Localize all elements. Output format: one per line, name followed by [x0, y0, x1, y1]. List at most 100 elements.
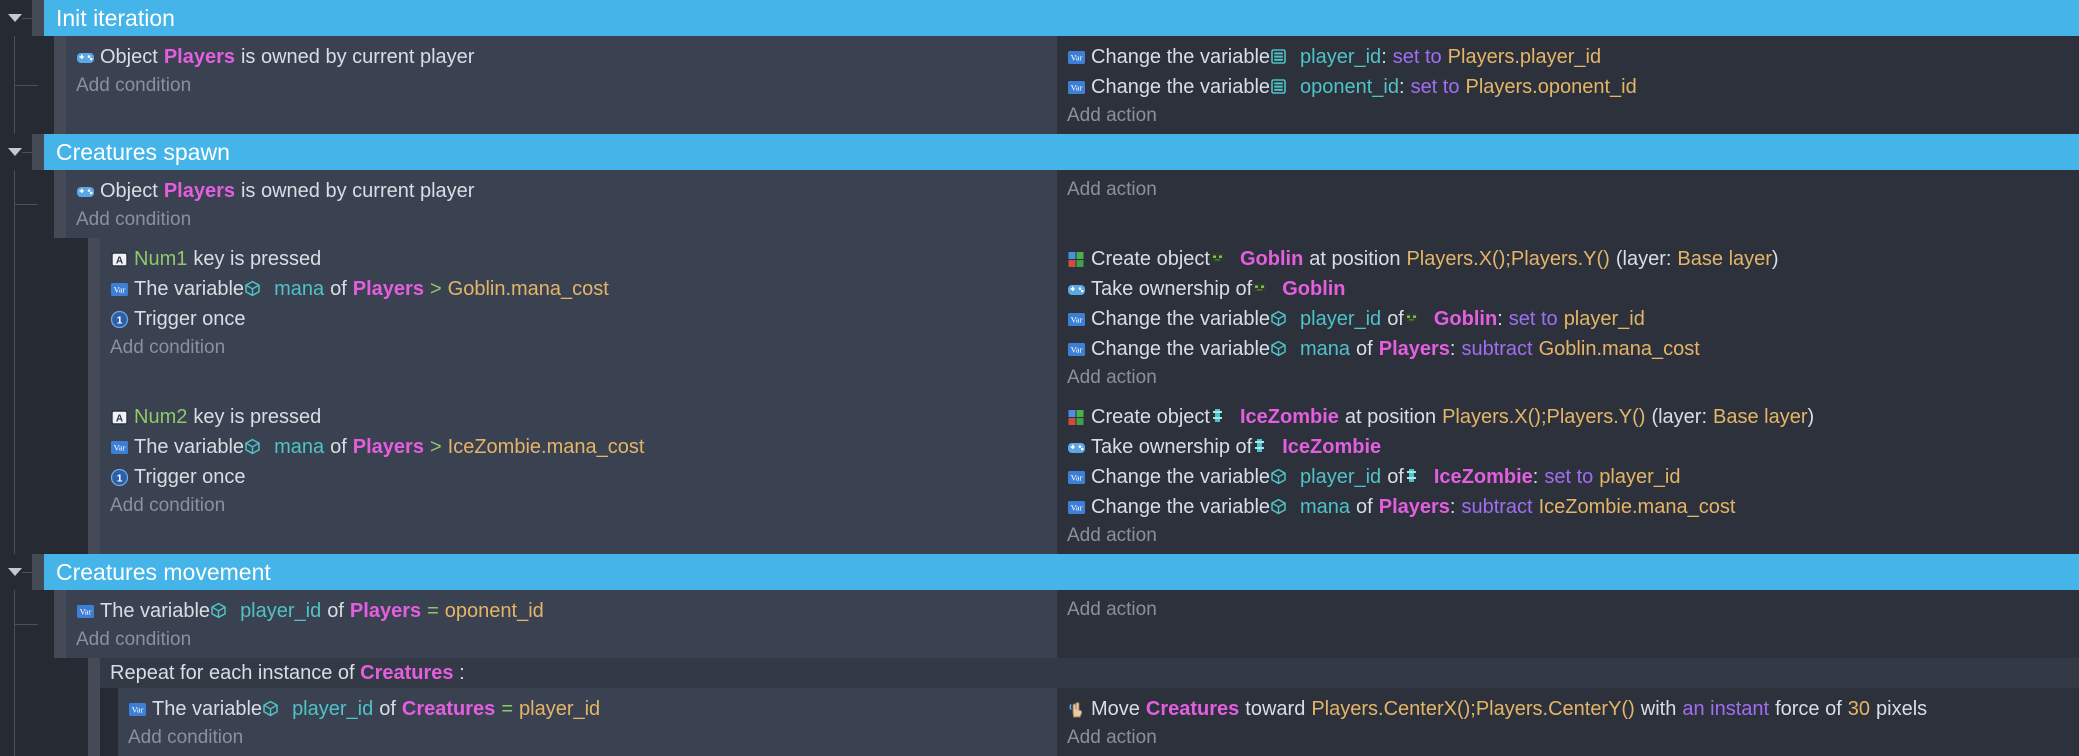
act-token: subtract: [1461, 496, 1533, 518]
drag-handle[interactable]: [54, 170, 66, 238]
variable-icon: Var: [110, 438, 129, 457]
cond-token: Trigger once: [134, 308, 246, 330]
repeat-label-prefix: Repeat for each instance of: [110, 662, 361, 684]
act-token: :: [1399, 76, 1405, 98]
object-variable-icon: [262, 700, 281, 719]
add-action-link[interactable]: Add action: [1067, 727, 1157, 748]
scene-variable-icon: [1270, 78, 1289, 97]
drag-handle[interactable]: [88, 658, 100, 756]
add-condition-link[interactable]: Add condition: [110, 495, 226, 516]
act-token: player_id: [1300, 308, 1382, 330]
actions-pane[interactable]: Add action: [1057, 590, 2079, 658]
drag-handle[interactable]: [54, 36, 66, 134]
act-token: 30: [1847, 698, 1871, 720]
act-token: :: [1449, 338, 1456, 360]
collapse-triangle-icon[interactable]: [8, 14, 22, 22]
act-token: Players: [1378, 496, 1450, 518]
cond-token: >: [429, 436, 442, 458]
create-object-icon: [1067, 250, 1086, 269]
create-object-icon: [1067, 408, 1086, 427]
cond-token: player_id: [292, 698, 374, 720]
svg-text:Var: Var: [132, 704, 144, 714]
svg-text:Var: Var: [1071, 472, 1083, 482]
add-condition-link[interactable]: Add condition: [76, 209, 192, 230]
add-condition-link[interactable]: Add condition: [76, 629, 192, 650]
event-gutter: [0, 170, 66, 238]
multiplayer-gamepad-icon: [1067, 280, 1086, 299]
collapse-triangle-icon[interactable]: [8, 568, 22, 576]
repeat-event-container: Repeat for each instance of Creatures : V…: [0, 658, 2079, 756]
svg-text:Var: Var: [1071, 82, 1083, 92]
add-condition-link[interactable]: Add condition: [128, 727, 244, 748]
add-action-link[interactable]: Add action: [1067, 367, 1157, 388]
repeat-label[interactable]: Repeat for each instance of Creatures :: [100, 658, 2079, 688]
object-variable-icon: [1270, 340, 1289, 359]
add-action-link[interactable]: Add action: [1067, 105, 1157, 126]
drag-handle[interactable]: [54, 590, 66, 658]
group-title[interactable]: Init iteration: [44, 0, 2079, 36]
act-token: Players.oponent_id: [1465, 76, 1637, 98]
collapse-triangle-icon[interactable]: [8, 148, 22, 156]
act-token: Players.X();Players.Y(): [1406, 248, 1610, 270]
add-condition-link[interactable]: Add condition: [76, 75, 192, 96]
keyboard-key-icon: A: [110, 408, 129, 427]
group-title[interactable]: Creatures spawn: [44, 134, 2079, 170]
add-condition-link[interactable]: Add condition: [110, 337, 226, 358]
act-token: Change the variable: [1091, 338, 1271, 360]
svg-text:A: A: [116, 413, 123, 424]
group-title[interactable]: Creatures movement: [44, 554, 2079, 590]
drag-handle[interactable]: [32, 134, 44, 170]
act-token: Change the variable: [1091, 76, 1271, 98]
group-header-row: Creatures spawn: [0, 134, 2079, 170]
icezombie-thumbnail-icon: [1252, 438, 1271, 457]
drag-handle[interactable]: [32, 0, 44, 36]
object-variable-icon: [244, 438, 263, 457]
multiplayer-gamepad-icon: [1067, 438, 1086, 457]
act-token: player_id: [1300, 46, 1382, 68]
add-action-link[interactable]: Add action: [1067, 525, 1157, 546]
drag-handle[interactable]: [88, 238, 100, 396]
drag-handle[interactable]: [88, 396, 100, 554]
tree-vertical-line: [14, 238, 15, 396]
svg-text:Var: Var: [1071, 502, 1083, 512]
drag-handle[interactable]: [32, 554, 44, 590]
actions-pane[interactable]: Add action: [1057, 170, 2079, 238]
act-token: Goblin: [1433, 308, 1498, 330]
add-action-link[interactable]: Add action: [1067, 599, 1157, 620]
add-action-link[interactable]: Add action: [1067, 179, 1157, 200]
object-variable-icon: [1270, 468, 1289, 487]
group-gutter: [0, 134, 44, 170]
